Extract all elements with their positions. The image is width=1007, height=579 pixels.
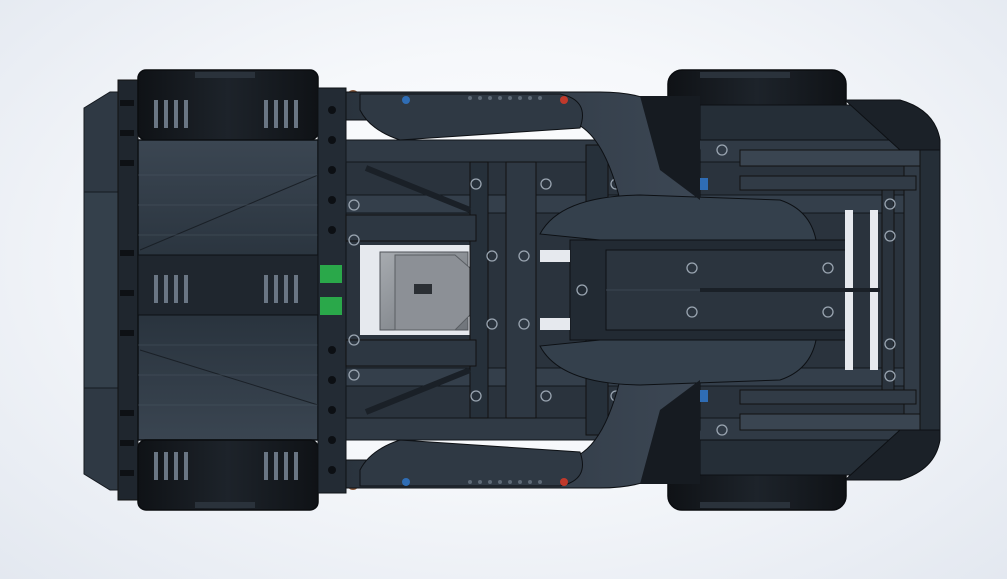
side-scoops xyxy=(539,194,817,386)
fenders xyxy=(345,91,701,489)
front-bumper xyxy=(83,79,139,501)
rear-body xyxy=(640,96,941,484)
rear-arches xyxy=(843,99,941,481)
front-wheels xyxy=(137,69,319,511)
